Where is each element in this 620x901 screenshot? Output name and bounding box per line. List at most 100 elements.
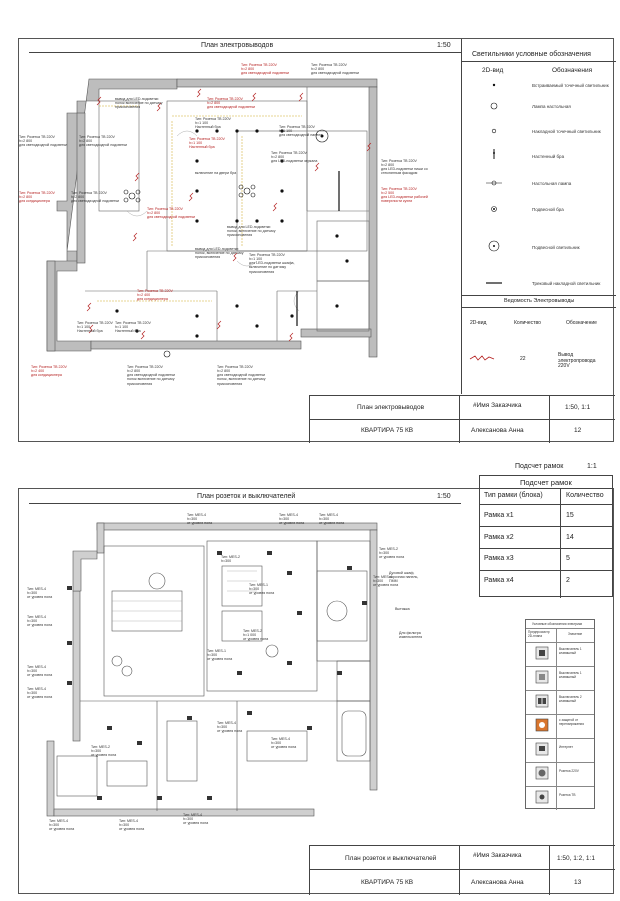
statement-title: Ведомость Электровыводы <box>504 298 575 304</box>
legend-item-label: Встраиваемый точечный светильник <box>532 83 609 88</box>
bay-wall <box>46 260 56 352</box>
stamp-author: Алексанова Анна <box>471 879 524 886</box>
desk-lamp-icon <box>486 180 502 186</box>
plan-scale: 1:50 <box>437 42 451 49</box>
mini-legend-col-meaning: Значение <box>568 632 583 636</box>
frame-type: Рамка х4 <box>484 577 514 584</box>
lighting-legend: Светильники условные обозначения 2D-вид … <box>461 39 616 394</box>
plan-title: План розеток и выключателей <box>197 493 296 500</box>
mini-legend-label: Выключатель 1 клавишный <box>559 647 582 655</box>
left-wall <box>76 112 86 264</box>
stamp-project: КВАРТИРА 75 КВ <box>361 879 414 886</box>
socket-tag: Духовой шкаф,варочная панель,ПММ <box>389 571 419 584</box>
switch-2-key-icon <box>535 694 549 708</box>
frame-col-type: Тип рамки (блока) <box>484 492 543 499</box>
stamp-author: Алексанова Анна <box>471 427 524 434</box>
plan-scale: 1:50 <box>437 493 451 500</box>
legend-item-label: Настольная лампа <box>532 181 572 186</box>
frame-col-count: Количество <box>566 492 604 499</box>
frame-table-title: Подсчет рамок <box>520 478 572 487</box>
mini-legend-label: Выключатель 1 клавишный <box>559 671 582 679</box>
surge-protected-socket-icon <box>535 718 549 732</box>
legend-item-label: Трековый накладной светильник <box>532 281 601 286</box>
top-wall <box>176 78 378 88</box>
frame-count: 5 <box>566 555 570 562</box>
frame-count-table: Подсчет рамок Тип рамки (блока) Количест… <box>479 475 613 598</box>
mini-legend-label: с защитой от перенапряжения <box>559 718 584 726</box>
mini-legend-label: Интернет <box>559 745 573 749</box>
stamp-page: 13 <box>574 879 582 886</box>
pendant-sconce-icon <box>491 206 497 212</box>
fixture-tag: включение на двери бра <box>195 171 237 175</box>
frame-count-caption: Подсчет рамок <box>515 463 564 470</box>
stamp-scale: 1:50, 1:1 <box>565 404 591 411</box>
surface-spot-icon <box>491 128 497 134</box>
stamp-scale: 1:50, 1:2, 1:1 <box>557 855 595 862</box>
statement-col: 2D-вид <box>470 320 487 326</box>
mini-legend-label: Выключатель 2 клавишный <box>559 695 582 703</box>
wall-sconce-icon <box>493 149 495 159</box>
stamp-client: #Имя Заказчика <box>473 852 522 859</box>
legend-title: Светильники условные обозначения <box>472 51 591 58</box>
statement-count: 22 <box>520 356 526 362</box>
socket-220v-icon <box>535 766 549 780</box>
floor-plan-lighting <box>46 78 378 358</box>
switch-1-key-icon <box>535 646 549 660</box>
stamp-project: КВАРТИРА 75 КВ <box>361 427 414 434</box>
stamp-sheet-name: План розеток и выключателей <box>345 855 437 862</box>
legend-col-designation: Обозначения <box>552 67 593 74</box>
switch-1-key-icon <box>535 670 549 684</box>
legend-symbols <box>486 83 502 284</box>
legend-item-label: Подвесной светильник <box>532 245 580 250</box>
title-underline <box>29 503 461 504</box>
tv-socket-icon <box>535 790 549 804</box>
floor-plan-sockets <box>46 522 378 817</box>
bottom-wall <box>90 340 302 350</box>
mini-legend-label: Розетка ТВ <box>559 793 576 797</box>
bottom-right-wall <box>300 328 372 338</box>
internet-socket-icon <box>535 742 549 756</box>
frame-count: 2 <box>566 577 570 584</box>
legend-item-label: Накладной точечный светильник <box>532 129 601 134</box>
legend-item-label: Лампа настольная <box>532 104 571 109</box>
stamp-page: 12 <box>574 427 582 434</box>
mini-legend-col-preview: Предпросмотр 2D-плана <box>528 630 550 638</box>
frame-type: Рамка х3 <box>484 555 514 562</box>
legend-col-2d: 2D-вид <box>482 67 504 74</box>
title-underline <box>29 52 461 53</box>
